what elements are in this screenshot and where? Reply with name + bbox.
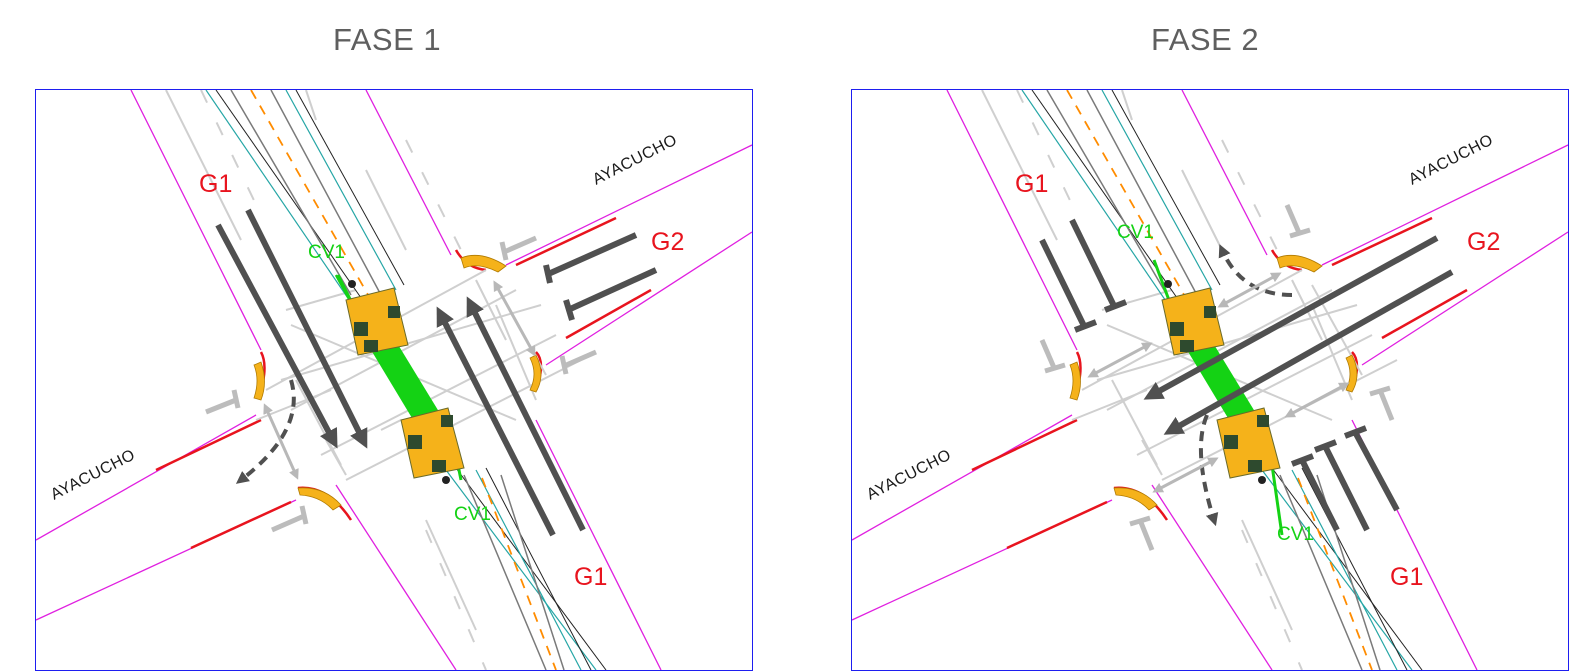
street-label-right: AYACUCHO [590,132,680,189]
cv1-label-top: CV1 [308,242,345,263]
median-islands [345,280,465,484]
left-turn-arrow [235,379,296,484]
phase-1-intersection-drawing: G1 G1 G2 CV1 CV1 AYACUCHO AYACUCHO [36,90,752,670]
g2-arrows [1143,235,1454,435]
turn-arrow-bottom [1198,414,1219,527]
median-islands [1161,280,1281,484]
corner-ramps [253,254,542,511]
median-band [205,90,607,670]
pedestrian-crossing-arrows [263,280,536,480]
road-edges [36,90,752,670]
g2-stopped-bars [543,232,658,321]
cv1-label-top: CV1 [1117,222,1154,243]
bike-crossing [368,338,444,428]
g2-label: G2 [651,228,684,256]
cv1-label-bottom: CV1 [454,504,491,525]
cv1-label-bottom: CV1 [1277,524,1314,545]
g1-label-top: G1 [199,170,232,198]
turn-arrow-top [1218,244,1293,297]
phase-2-diagram: G1 G1 G2 CV1 CV1 AYACUCHO AYACUCHO [851,89,1569,671]
phase-2-intersection-drawing: G1 G1 G2 CV1 CV1 AYACUCHO AYACUCHO [852,90,1568,670]
phase-2-title: FASE 2 [1151,22,1260,57]
g2-label: G2 [1467,228,1500,256]
pedestrian-stop-symbols [1039,204,1395,551]
street-label-left: AYACUCHO [864,447,954,504]
g1-label-bottom: G1 [574,563,607,591]
pedestrian-stop-symbols [205,235,598,533]
street-label-right: AYACUCHO [1406,132,1496,189]
corner-ramps [1069,254,1358,511]
street-label-left: AYACUCHO [48,447,138,504]
g1-label-bottom: G1 [1390,563,1423,591]
g1-arrows [215,208,586,537]
phase-1-title: FASE 1 [333,22,442,57]
bike-crossing [1184,338,1260,428]
g1-stopped-bars [1039,218,1400,532]
g1-label-top: G1 [1015,170,1048,198]
phase-1-diagram: G1 G1 G2 CV1 CV1 AYACUCHO AYACUCHO [35,89,753,671]
pedestrian-crossing-arrows [1087,272,1350,493]
